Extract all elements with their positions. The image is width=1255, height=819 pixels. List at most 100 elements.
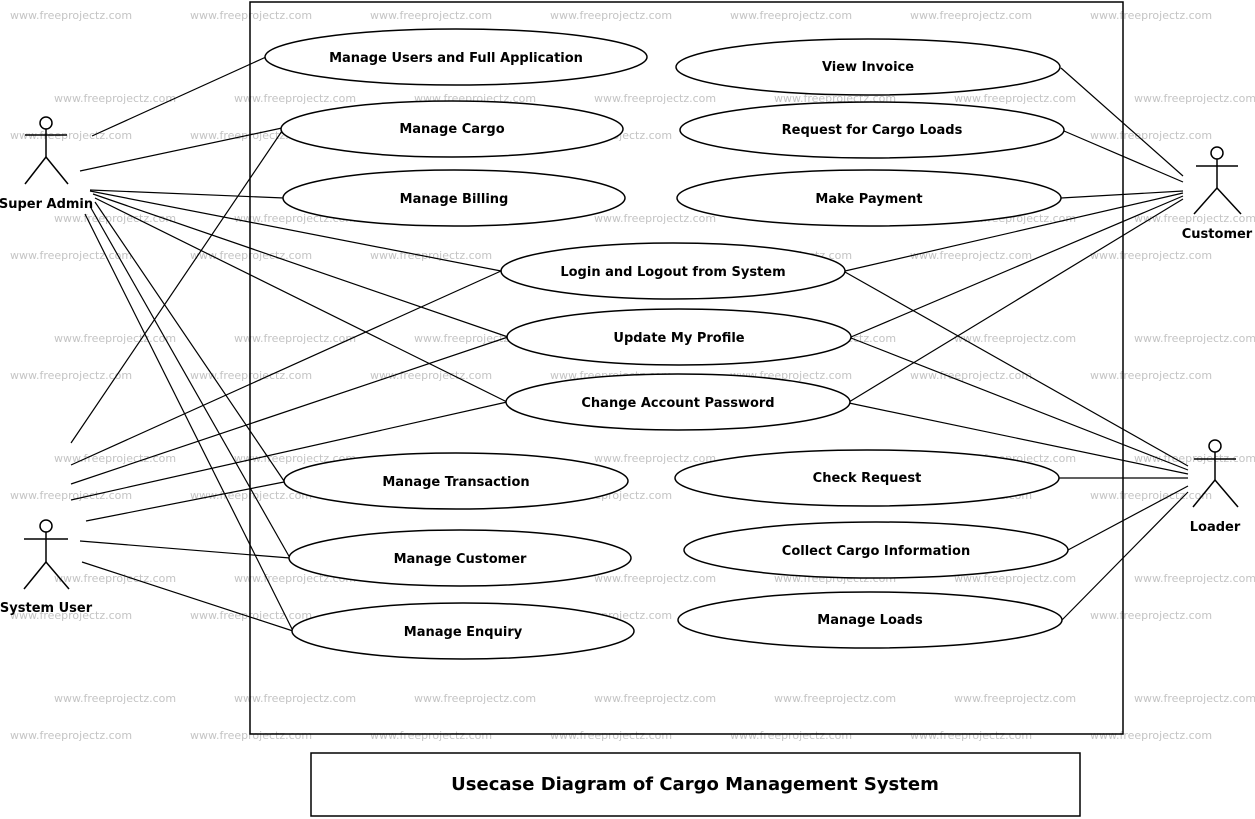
watermark-text: www.freeprojectz.com [54,332,176,345]
usecase-label-manage-cargo: Manage Cargo [399,122,504,137]
watermark-text: www.freeprojectz.com [594,212,716,225]
watermark-text: www.freeprojectz.com [1134,92,1255,105]
assoc-systemuser-change-password [70,401,508,501]
watermark-text: www.freeprojectz.com [594,572,716,585]
usecase-label-view-invoice: View Invoice [822,60,914,75]
usecase-label-update-profile: Update My Profile [613,331,744,346]
associations [70,56,1189,632]
watermark-text: www.freeprojectz.com [954,572,1076,585]
watermark-text: www.freeprojectz.com [10,9,132,22]
usecase-change-password [505,373,851,431]
watermark-text: www.freeprojectz.com [370,9,492,22]
watermark-text: www.freeprojectz.com [730,729,852,742]
usecase-manage-users [264,28,648,86]
watermark-text: www.freeprojectz.com [1090,489,1212,502]
watermark-text: www.freeprojectz.com [1134,692,1255,705]
usecase-label-login-logout: Login and Logout from System [560,265,785,280]
usecase-label-request-cargo-loads: Request for Cargo Loads [782,123,963,138]
watermark-text: www.freeprojectz.com [910,9,1032,22]
assoc-loader-change-password [848,402,1189,475]
assoc-superadmin-manage-users [91,56,267,137]
assoc-superadmin-manage-transaction [94,201,285,482]
watermark-text: www.freeprojectz.com [10,609,132,622]
watermark-text: www.freeprojectz.com [190,609,312,622]
assoc-superadmin-update-profile [92,193,509,338]
watermark-text: www.freeprojectz.com [594,92,716,105]
actor-label-customer: Customer [1182,227,1253,242]
watermark-text: www.freeprojectz.com [1090,249,1212,262]
usecase-manage-customer [288,529,632,587]
watermark-layer: www.freeprojectz.com www.freeprojectz.com… [10,9,1255,742]
watermark-text: www.freeprojectz.com [10,249,132,262]
watermark-text: www.freeprojectz.com [190,369,312,382]
watermark-text: www.freeprojectz.com [730,9,852,22]
use-cases [264,28,1069,660]
actor-label-loader: Loader [1190,520,1241,535]
watermark-text: www.freeprojectz.com [954,92,1076,105]
watermark-text: www.freeprojectz.com [1134,332,1255,345]
usecase-label-change-password: Change Account Password [581,396,774,411]
watermark-text: www.freeprojectz.com [550,729,672,742]
watermark-text: www.freeprojectz.com [594,692,716,705]
assoc-superadmin-manage-billing [89,189,285,199]
usecase-label-check-request: Check Request [813,471,922,486]
usecase-label-manage-billing: Manage Billing [400,192,509,207]
assoc-loader-collect-info [1067,485,1189,551]
usecase-request-cargo-loads [679,101,1065,159]
watermark-text: www.freeprojectz.com [910,729,1032,742]
watermark-text: www.freeprojectz.com [954,332,1076,345]
assoc-customer-update-profile [850,195,1184,338]
assoc-loader-manage-loads [1061,491,1189,621]
assoc-systemuser-login [70,270,502,466]
title-box [310,752,1081,817]
assoc-systemuser-manage-enquiry [81,561,294,632]
watermark-text: www.freeprojectz.com [10,489,132,502]
assoc-customer-view-invoice [1060,67,1184,177]
system-boundary [249,1,1124,735]
watermark-text: www.freeprojectz.com [54,212,176,225]
actor-label-super-admin: Super Admin [0,197,93,212]
usecase-login-logout [500,242,846,300]
watermark-text: www.freeprojectz.com [370,369,492,382]
assoc-customer-make-payment [1060,190,1184,199]
usecase-manage-enquiry [291,602,635,660]
assoc-systemuser-manage-transaction [85,481,285,522]
assoc-systemuser-manage-cargo [70,130,283,444]
watermark-text: www.freeprojectz.com [954,692,1076,705]
watermark-text: www.freeprojectz.com [234,92,356,105]
watermark-text: www.freeprojectz.com [910,249,1032,262]
usecase-check-request [674,449,1060,507]
actor-loader [1192,439,1239,508]
watermark-text: www.freeprojectz.com [550,9,672,22]
assoc-superadmin-manage-enquiry [84,213,294,632]
usecase-label-manage-enquiry: Manage Enquiry [404,625,523,640]
usecase-label-manage-customer: Manage Customer [394,552,527,567]
actor-super-admin [24,116,69,185]
usecase-label-make-payment: Make Payment [815,192,922,207]
watermark-text: www.freeprojectz.com [1134,212,1255,225]
watermark-text: www.freeprojectz.com [370,729,492,742]
watermark-text: www.freeprojectz.com [234,452,356,465]
watermark-text: www.freeprojectz.com [1090,9,1212,22]
usecase-collect-cargo-info [683,521,1069,579]
watermark-text: www.freeprojectz.com [1134,572,1255,585]
watermark-text: www.freeprojectz.com [54,692,176,705]
watermark-text: www.freeprojectz.com [190,9,312,22]
usecase-view-invoice [675,38,1061,96]
watermark-text: www.freeprojectz.com [54,92,176,105]
watermark-text: www.freeprojectz.com [910,369,1032,382]
assoc-loader-update-profile [850,337,1189,471]
assoc-loader-login [844,271,1189,467]
watermark-text: www.freeprojectz.com [1090,609,1212,622]
assoc-superadmin-manage-customer [90,207,291,559]
watermark-text: www.freeprojectz.com [54,452,176,465]
assoc-superadmin-manage-cargo [79,127,283,172]
usecase-label-manage-users: Manage Users and Full Application [329,51,583,66]
watermark-text: www.freeprojectz.com [1090,369,1212,382]
assoc-customer-change-password [848,198,1184,403]
usecase-manage-billing [282,169,626,227]
watermark-text: www.freeprojectz.com [234,692,356,705]
watermark-text: www.freeprojectz.com [190,249,312,262]
usecase-label-manage-loads: Manage Loads [817,613,923,628]
watermark-text: www.freeprojectz.com [10,729,132,742]
